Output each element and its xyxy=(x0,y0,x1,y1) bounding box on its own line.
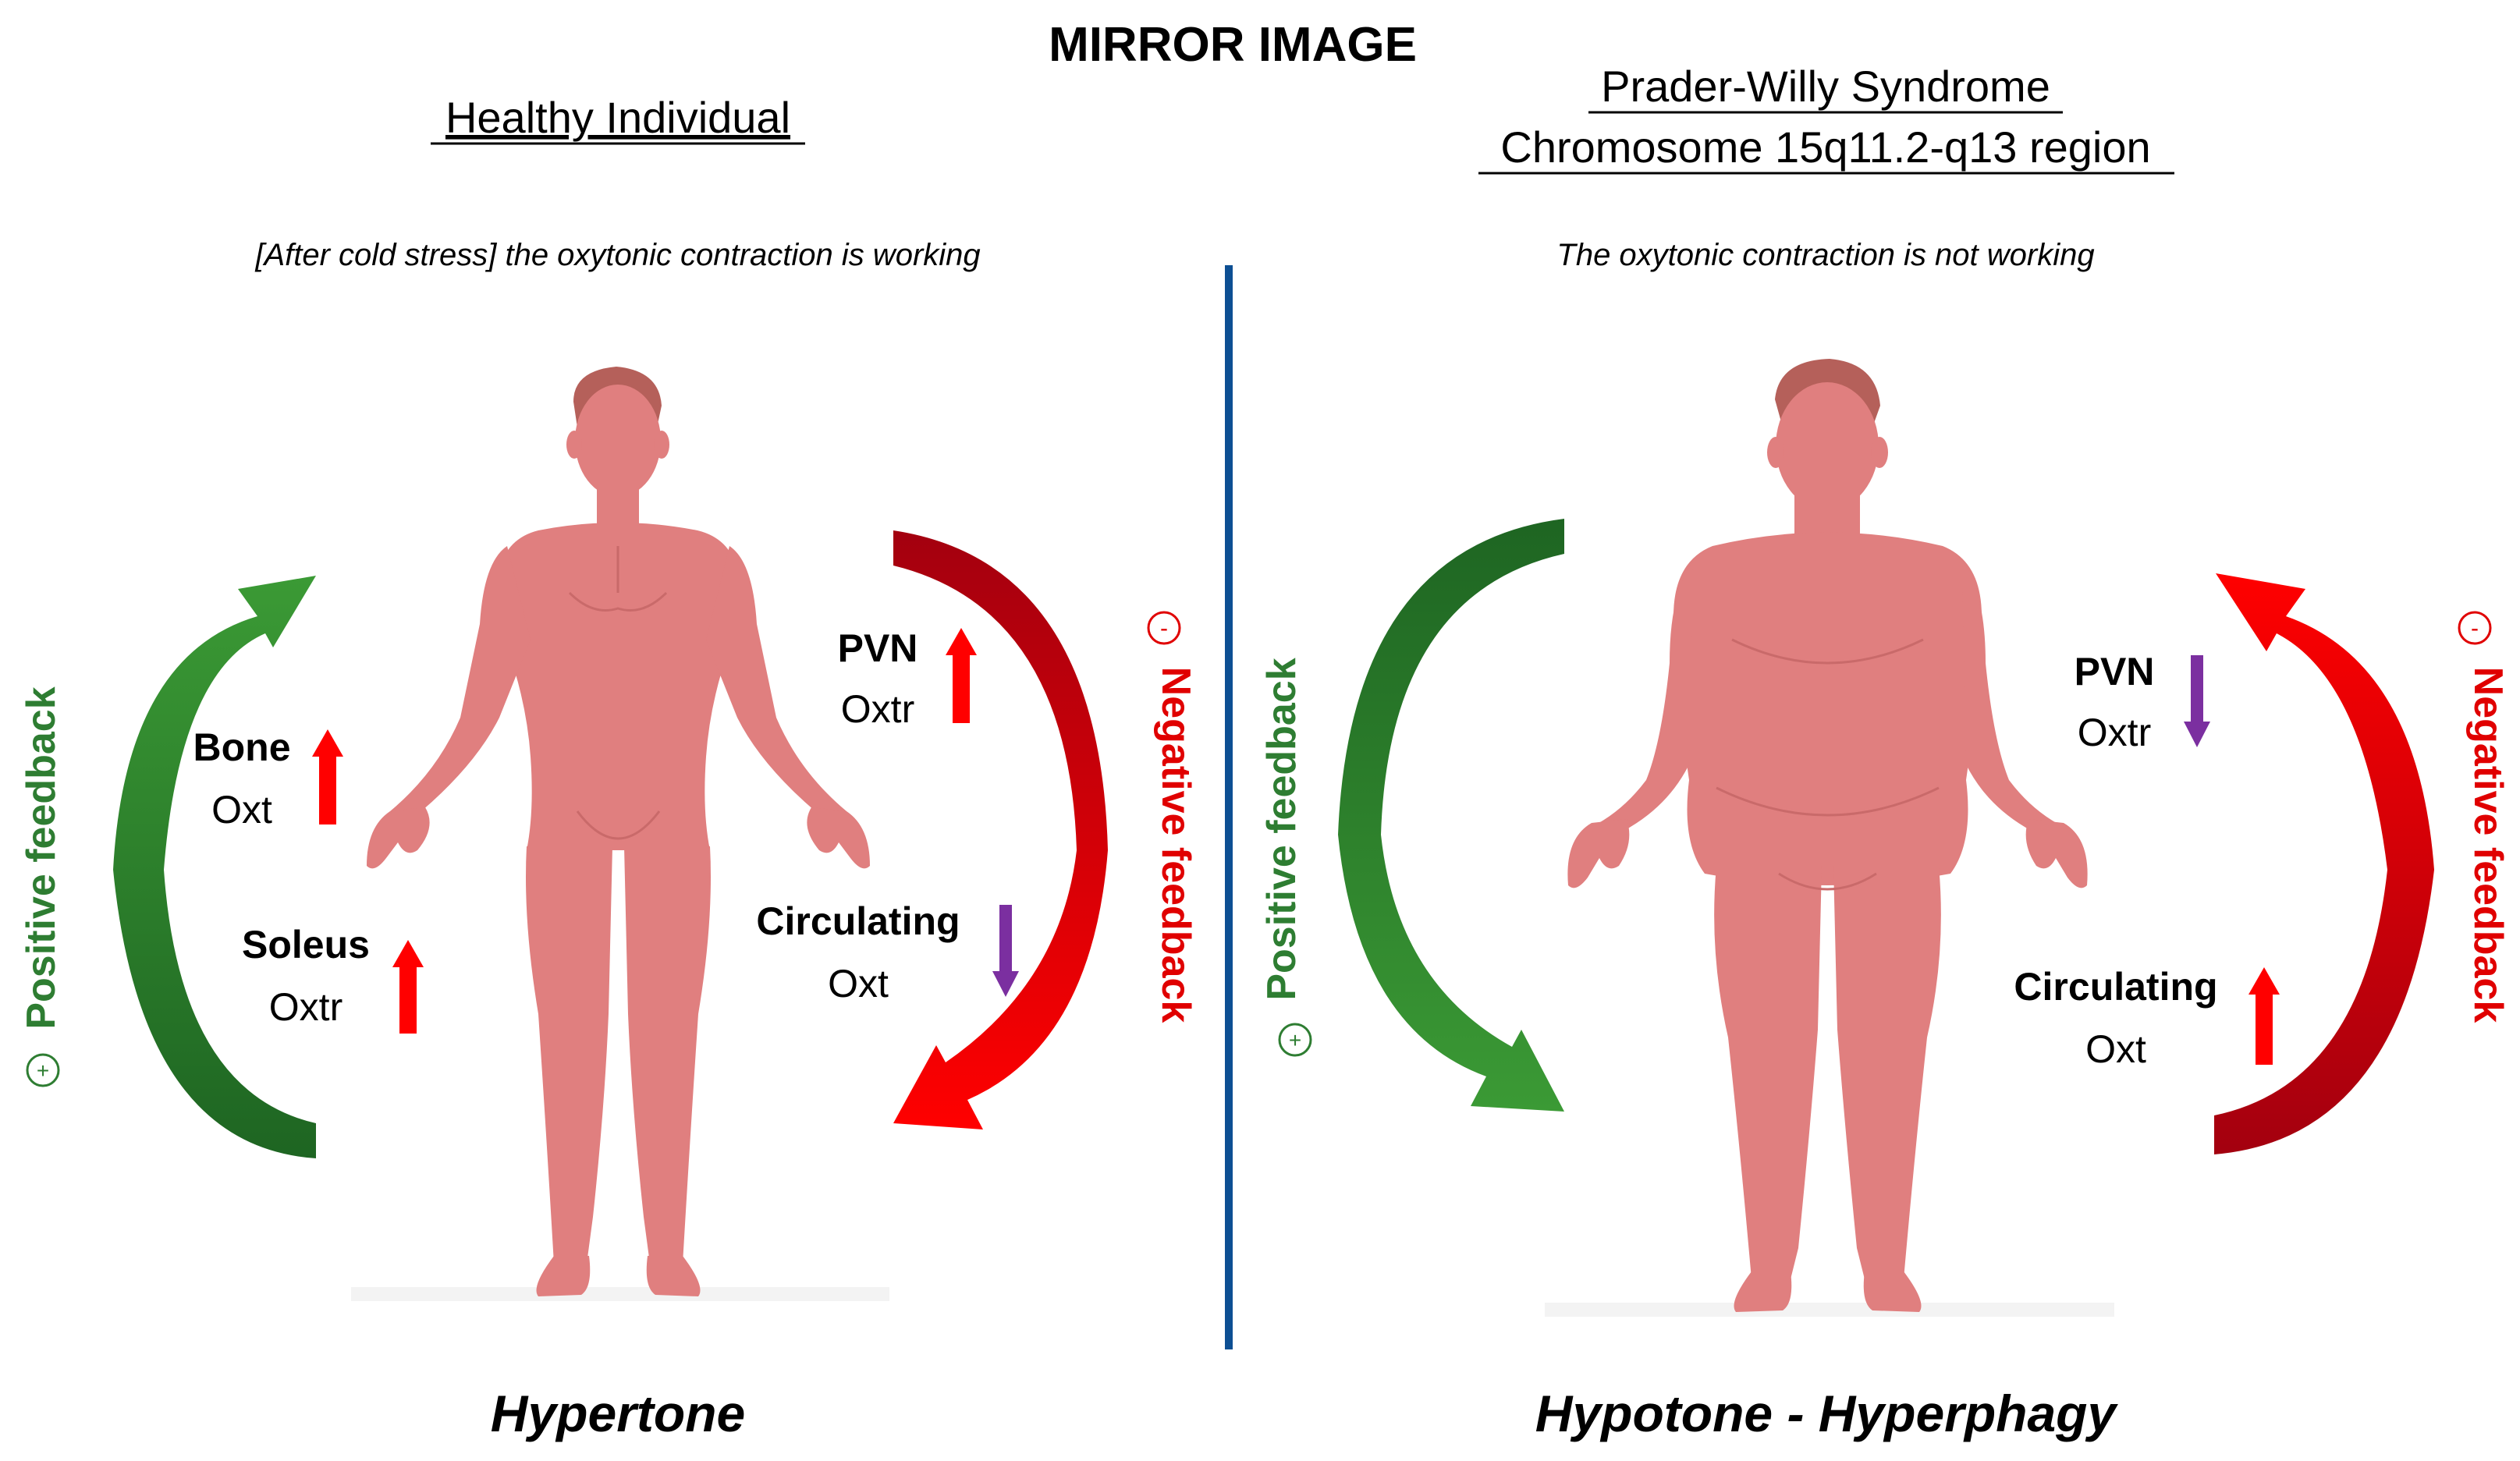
marker-pvn-left: PVN Oxtr xyxy=(838,626,977,731)
diagram-title: MIRROR IMAGE xyxy=(1049,18,1417,72)
marker-circulating-right: Circulating Oxt xyxy=(2014,965,2280,1071)
up-arrow-icon xyxy=(946,628,977,723)
marker-circulating-right-sub: Oxt xyxy=(2085,1027,2146,1071)
down-arrow-icon xyxy=(992,905,1019,997)
svg-text:+: + xyxy=(1289,1028,1301,1052)
left-negative-feedback-symbol: - xyxy=(1147,611,1181,645)
left-positive-feedback-label: Positive feedback xyxy=(19,686,64,1029)
right-footer: Hypotone - Hyperphagy xyxy=(1535,1385,2119,1442)
svg-text:Negative feedback: Negative feedback xyxy=(1153,667,1198,1023)
marker-pvn-right-sub: Oxtr xyxy=(2078,711,2151,754)
marker-pvn-left-name: PVN xyxy=(838,626,918,670)
down-arrow-icon xyxy=(2184,655,2210,747)
right-positive-feedback-label: Positive feedback xyxy=(1259,658,1304,1000)
left-footer: Hypertone xyxy=(491,1385,745,1442)
right-heading-line2: Chromosome 15q11.2-q13 region xyxy=(1500,122,2150,172)
marker-soleus-sub: Oxtr xyxy=(269,985,343,1029)
right-positive-feedback-arrow xyxy=(1338,519,1564,1112)
marker-pvn-right: PVN Oxtr xyxy=(2075,650,2210,754)
marker-bone-name: Bone xyxy=(193,725,291,769)
svg-text:Positive feedback: Positive feedback xyxy=(19,686,64,1029)
right-negative-feedback-symbol: - xyxy=(2458,611,2492,645)
left-positive-feedback-arrow xyxy=(113,576,316,1158)
marker-circulating-left: Circulating Oxt xyxy=(756,899,1019,1005)
right-heading-line1: Prader-Willy Syndrome xyxy=(1601,62,2050,111)
svg-text:-: - xyxy=(2471,615,2479,641)
marker-circulating-left-name: Circulating xyxy=(756,899,960,943)
up-arrow-icon xyxy=(2248,967,2280,1065)
up-arrow-icon xyxy=(312,729,343,824)
up-arrow-icon xyxy=(392,940,424,1034)
right-negative-feedback-arrow xyxy=(2214,573,2434,1154)
left-negative-feedback-label: Negative feedback xyxy=(1153,667,1198,1023)
marker-bone: Bone Oxt xyxy=(193,725,343,832)
marker-circulating-left-sub: Oxt xyxy=(828,962,889,1005)
left-negative-feedback-arrow xyxy=(893,530,1108,1129)
left-positive-feedback-symbol: + xyxy=(26,1053,60,1087)
left-subtitle: [After cold stress] the oxytonic contrac… xyxy=(254,238,980,272)
marker-circulating-right-name: Circulating xyxy=(2014,965,2217,1009)
right-positive-feedback-symbol: + xyxy=(1278,1023,1312,1057)
marker-pvn-left-sub: Oxtr xyxy=(841,687,914,731)
right-negative-feedback-label: Negative feedback xyxy=(2465,667,2511,1023)
svg-text:-: - xyxy=(1160,615,1168,641)
marker-soleus: Soleus Oxtr xyxy=(242,923,424,1034)
marker-bone-sub: Oxt xyxy=(211,788,272,832)
prader-willi-body-figure xyxy=(1545,359,2114,1317)
svg-text:Negative feedback: Negative feedback xyxy=(2465,667,2511,1023)
svg-text:+: + xyxy=(37,1059,49,1083)
healthy-body-figure xyxy=(351,367,889,1301)
svg-text:Positive feedback: Positive feedback xyxy=(1259,658,1304,1000)
marker-soleus-name: Soleus xyxy=(242,923,370,966)
marker-pvn-right-name: PVN xyxy=(2075,650,2155,693)
left-heading: Healthy Individual xyxy=(445,93,790,142)
right-subtitle: The oxytonic contraction is not working xyxy=(1556,238,2094,272)
